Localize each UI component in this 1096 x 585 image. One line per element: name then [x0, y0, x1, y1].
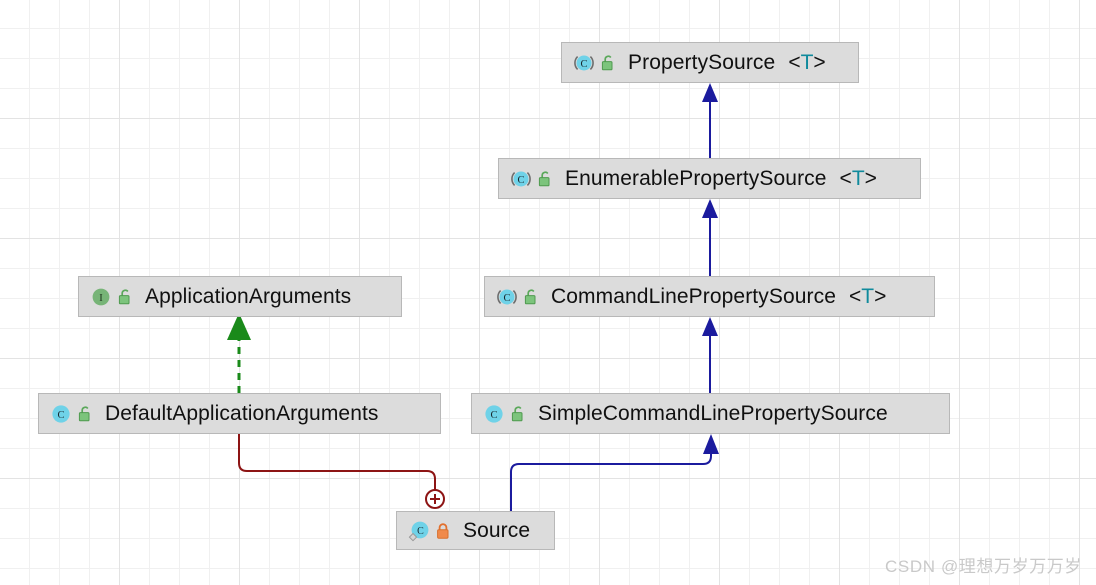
- class-node-source[interactable]: C Source: [396, 511, 555, 550]
- interface-node-application-arguments[interactable]: I ApplicationArguments: [78, 276, 402, 317]
- svg-text:C: C: [490, 410, 497, 421]
- node-generic-param: <T>: [839, 166, 877, 190]
- svg-text:I: I: [99, 293, 103, 304]
- node-label: PropertySource: [628, 50, 776, 74]
- node-label: Source: [463, 518, 531, 542]
- svg-text:C: C: [517, 175, 524, 186]
- locked-padlock-icon: [435, 522, 451, 540]
- abstract-class-icon: C: [496, 286, 518, 308]
- generic-type-letter: T: [861, 284, 875, 308]
- unlocked-padlock-icon: [117, 288, 133, 306]
- edge-simple-to-commandline: [702, 317, 718, 393]
- csdn-watermark: CSDN @理想万岁万万岁: [885, 557, 1082, 576]
- unlocked-padlock-icon: [600, 54, 616, 72]
- class-node-command-line-property-source[interactable]: C CommandLinePropertySource <T>: [484, 276, 935, 317]
- svg-text:C: C: [503, 293, 510, 304]
- interface-icon: I: [90, 286, 112, 308]
- class-node-enumerable-property-source[interactable]: C EnumerablePropertySource <T>: [498, 158, 921, 199]
- unlocked-padlock-icon: [77, 405, 93, 423]
- class-node-simple-command-line-property-source[interactable]: C SimpleCommandLinePropertySource: [471, 393, 950, 434]
- edge-commandline-to-enumerable: [702, 199, 718, 276]
- unlocked-padlock-icon: [523, 288, 539, 306]
- svg-text:C: C: [417, 526, 424, 537]
- generic-type-letter: T: [851, 166, 865, 190]
- abstract-class-icon: C: [573, 52, 595, 74]
- abstract-class-icon: C: [510, 168, 532, 190]
- class-node-default-application-arguments[interactable]: C DefaultApplicationArguments: [38, 393, 441, 434]
- class-icon: C: [483, 403, 505, 425]
- node-label: EnumerablePropertySource: [565, 166, 827, 190]
- node-label: CommandLinePropertySource: [551, 284, 836, 308]
- class-icon: C: [50, 403, 72, 425]
- edge-enumerable-to-property: [702, 83, 718, 158]
- plus-circle-icon[interactable]: [425, 489, 445, 509]
- class-node-property-source[interactable]: C PropertySource <T>: [561, 42, 859, 83]
- class-selected-icon: C: [408, 520, 430, 542]
- svg-text:C: C: [580, 59, 587, 70]
- edge-source-to-simple: [510, 434, 719, 511]
- node-generic-param: <T>: [788, 50, 826, 74]
- edge-default-to-source: [238, 434, 445, 509]
- svg-text:C: C: [57, 410, 64, 421]
- edge-default-to-application-arguments: [227, 313, 251, 393]
- node-label: DefaultApplicationArguments: [105, 401, 379, 425]
- node-label: SimpleCommandLinePropertySource: [538, 401, 888, 425]
- node-label: ApplicationArguments: [145, 284, 352, 308]
- unlocked-padlock-icon: [537, 170, 553, 188]
- unlocked-padlock-icon: [510, 405, 526, 423]
- generic-type-letter: T: [800, 50, 814, 74]
- node-generic-param: <T>: [848, 284, 887, 308]
